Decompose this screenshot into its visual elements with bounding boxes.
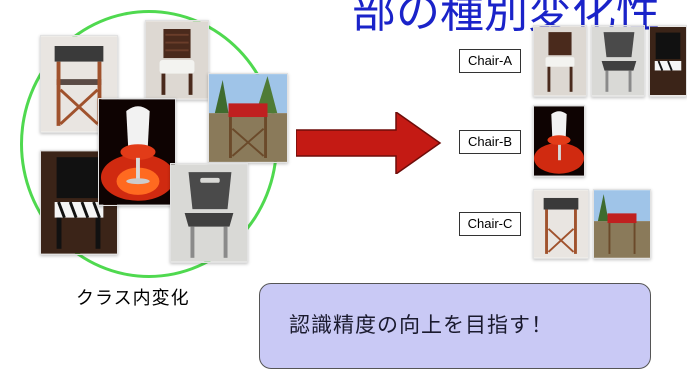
chair-c-director-photo (533, 189, 589, 259)
chair-a-gray-photo (591, 25, 645, 97)
category-label-chair-a: Chair-A (459, 49, 521, 73)
red-tulip-chair-photo (98, 98, 176, 206)
outdoor-chair-photo (208, 73, 288, 163)
chair-c-outdoor-photo (593, 189, 651, 259)
goal-text: 認識精度の向上を目指す！ (289, 313, 553, 337)
arrow-right-icon (296, 112, 442, 174)
gray-plastic-chair-photo (170, 163, 248, 263)
category-label-chair-c: Chair-C (459, 212, 521, 236)
wooden-chair-photo (145, 20, 209, 100)
category-label-chair-b: Chair-B (459, 130, 521, 154)
intra-class-label: クラス内変化 (76, 288, 190, 309)
chair-a-wooden-photo (533, 25, 587, 97)
goal-box (259, 283, 651, 369)
chair-b-tulip-photo (533, 105, 585, 177)
chair-a-zebra-photo (649, 25, 687, 97)
